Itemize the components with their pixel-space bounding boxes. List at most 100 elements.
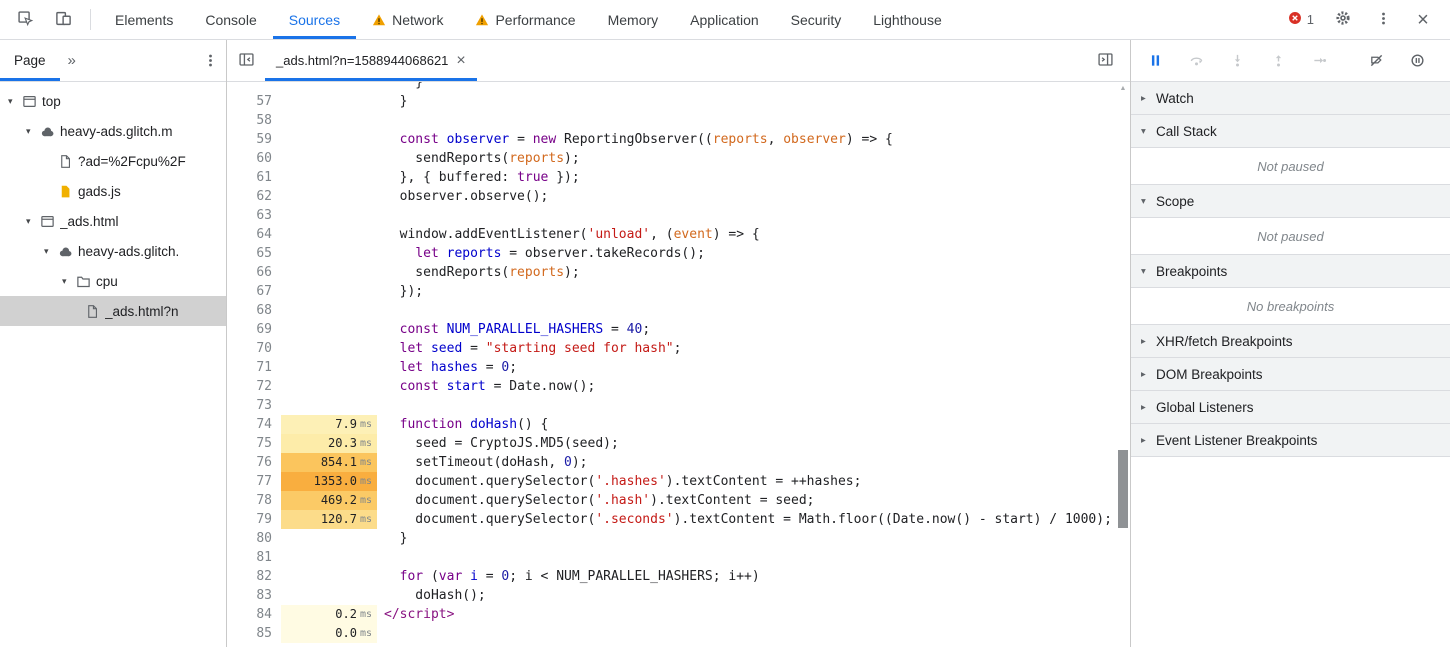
- code-text[interactable]: document.querySelector('.hashes').textCo…: [384, 474, 862, 489]
- line-number[interactable]: 67: [256, 284, 272, 299]
- code-text[interactable]: }: [384, 82, 424, 90]
- code-text[interactable]: window.addEventListener('unload', (event…: [384, 227, 760, 242]
- tab-page[interactable]: Page: [0, 40, 60, 81]
- tab-network[interactable]: Network: [356, 0, 459, 39]
- code-text[interactable]: seed = CryptoJS.MD5(seed);: [384, 436, 619, 451]
- line-number[interactable]: 64: [256, 227, 272, 242]
- code-text[interactable]: }: [384, 531, 408, 546]
- code-text[interactable]: [377, 301, 1130, 320]
- line-number[interactable]: 65: [256, 246, 272, 261]
- tree-item-ads-html-n[interactable]: _ads.html?n: [0, 296, 226, 326]
- line-number[interactable]: 81: [256, 550, 272, 565]
- code-text[interactable]: let hashes = 0;: [399, 360, 518, 375]
- code-text[interactable]: let seed = "starting seed for hash";: [399, 341, 682, 356]
- navigator-more-options-button[interactable]: [203, 53, 218, 68]
- toggle-debugger-sidebar-button[interactable]: [1086, 51, 1124, 71]
- tab-security[interactable]: Security: [775, 0, 858, 39]
- code-text[interactable]: doHash();: [384, 588, 486, 603]
- line-number[interactable]: 69: [256, 322, 272, 337]
- section-global-listeners[interactable]: ▸Global Listeners: [1131, 391, 1450, 424]
- editor-vertical-scrollbar[interactable]: ▲: [1116, 82, 1130, 647]
- line-number[interactable]: 77: [256, 474, 272, 489]
- line-number[interactable]: 74: [256, 417, 272, 432]
- line-number[interactable]: 85: [256, 626, 272, 641]
- code-text[interactable]: [377, 396, 1130, 415]
- line-number[interactable]: 75: [256, 436, 272, 451]
- settings-button[interactable]: [1324, 10, 1362, 29]
- chevron-down-icon[interactable]: ▾: [62, 275, 67, 286]
- section-breakpoints[interactable]: ▾Breakpoints: [1131, 255, 1450, 288]
- section-scope[interactable]: ▾Scope: [1131, 185, 1450, 218]
- code-text[interactable]: [377, 624, 1130, 643]
- tree-item-gads-js[interactable]: gads.js: [0, 176, 226, 206]
- pause-icon[interactable]: [1141, 47, 1169, 75]
- code-text[interactable]: observer.observe();: [384, 189, 549, 204]
- line-number[interactable]: [227, 82, 281, 92]
- line-number[interactable]: 59: [256, 132, 272, 147]
- line-number[interactable]: 83: [256, 588, 272, 603]
- code-text[interactable]: const NUM_PARALLEL_HASHERS = 40;: [399, 322, 651, 337]
- pause-on-exceptions-icon[interactable]: [1403, 47, 1431, 75]
- code-text[interactable]: const observer = new ReportingObserver((…: [399, 132, 893, 147]
- tree-item-heavy-ads-glitch-m[interactable]: ▾heavy-ads.glitch.m: [0, 116, 226, 146]
- line-number[interactable]: 82: [256, 569, 272, 584]
- line-number[interactable]: 63: [256, 208, 272, 223]
- line-number[interactable]: 70: [256, 341, 272, 356]
- tab-performance[interactable]: Performance: [459, 0, 591, 39]
- line-number[interactable]: 78: [256, 493, 272, 508]
- more-options-button[interactable]: [1364, 11, 1402, 29]
- line-number[interactable]: 66: [256, 265, 272, 280]
- code-text[interactable]: setTimeout(doHash, 0);: [384, 455, 588, 470]
- section-watch[interactable]: ▸Watch: [1131, 82, 1450, 115]
- code-area[interactable]: } 57 } 58 59 const observer = new Reporting…: [227, 82, 1130, 647]
- code-text[interactable]: }, { buffered: true });: [384, 170, 580, 185]
- code-text[interactable]: document.querySelector('.hash').textCont…: [384, 493, 815, 508]
- line-number[interactable]: 71: [256, 360, 272, 375]
- toggle-navigator-button[interactable]: [227, 51, 265, 71]
- step-into-icon[interactable]: [1223, 47, 1251, 75]
- code-text[interactable]: });: [384, 284, 424, 299]
- deactivate-breakpoints-icon[interactable]: [1362, 47, 1390, 75]
- tree-item-cpu[interactable]: ▾cpu: [0, 266, 226, 296]
- code-text[interactable]: function doHash() {: [399, 417, 549, 432]
- code-text[interactable]: [377, 548, 1130, 567]
- line-number[interactable]: 73: [256, 398, 272, 413]
- line-number[interactable]: 68: [256, 303, 272, 318]
- line-number[interactable]: 57: [256, 94, 272, 109]
- error-count-badge[interactable]: 1: [1280, 11, 1322, 28]
- chevron-down-icon[interactable]: ▾: [8, 95, 13, 106]
- code-text[interactable]: </script>: [384, 607, 455, 622]
- code-text[interactable]: for (var i = 0; i < NUM_PARALLEL_HASHERS…: [399, 569, 760, 584]
- tree-item-ads-html[interactable]: ▾_ads.html: [0, 206, 226, 236]
- line-number[interactable]: 61: [256, 170, 272, 185]
- code-text[interactable]: [377, 111, 1130, 130]
- line-number[interactable]: 62: [256, 189, 272, 204]
- section-call-stack[interactable]: ▾Call Stack: [1131, 115, 1450, 148]
- code-text[interactable]: }: [384, 94, 408, 109]
- line-number[interactable]: 58: [256, 113, 272, 128]
- close-devtools-button[interactable]: ×: [1404, 10, 1442, 30]
- code-text[interactable]: sendReports(reports);: [384, 151, 580, 166]
- step-out-icon[interactable]: [1264, 47, 1292, 75]
- step-over-icon[interactable]: [1182, 47, 1210, 75]
- tab-elements[interactable]: Elements: [99, 0, 189, 39]
- code-text[interactable]: document.querySelector('.seconds').textC…: [384, 512, 1112, 527]
- chevron-down-icon[interactable]: ▾: [26, 125, 31, 136]
- close-tab-icon[interactable]: ×: [456, 51, 466, 69]
- section-event-listener-breakpoints[interactable]: ▸Event Listener Breakpoints: [1131, 424, 1450, 457]
- line-number[interactable]: 60: [256, 151, 272, 166]
- line-number[interactable]: 76: [256, 455, 272, 470]
- tree-item-ad-2fcpu-2f[interactable]: ?ad=%2Fcpu%2F: [0, 146, 226, 176]
- tab-console[interactable]: Console: [189, 0, 272, 39]
- tab-lighthouse[interactable]: Lighthouse: [857, 0, 958, 39]
- tree-item-heavy-ads-glitch[interactable]: ▾heavy-ads.glitch.: [0, 236, 226, 266]
- editor-file-tab[interactable]: _ads.html?n=1588944068621 ×: [265, 40, 477, 81]
- code-text[interactable]: sendReports(reports);: [384, 265, 580, 280]
- line-number[interactable]: 80: [256, 531, 272, 546]
- line-number[interactable]: 72: [256, 379, 272, 394]
- code-text[interactable]: const start = Date.now();: [399, 379, 596, 394]
- inspect-element-button[interactable]: [6, 0, 44, 39]
- section-dom-breakpoints[interactable]: ▸DOM Breakpoints: [1131, 358, 1450, 391]
- tab-memory[interactable]: Memory: [592, 0, 675, 39]
- tab-sources[interactable]: Sources: [273, 0, 356, 39]
